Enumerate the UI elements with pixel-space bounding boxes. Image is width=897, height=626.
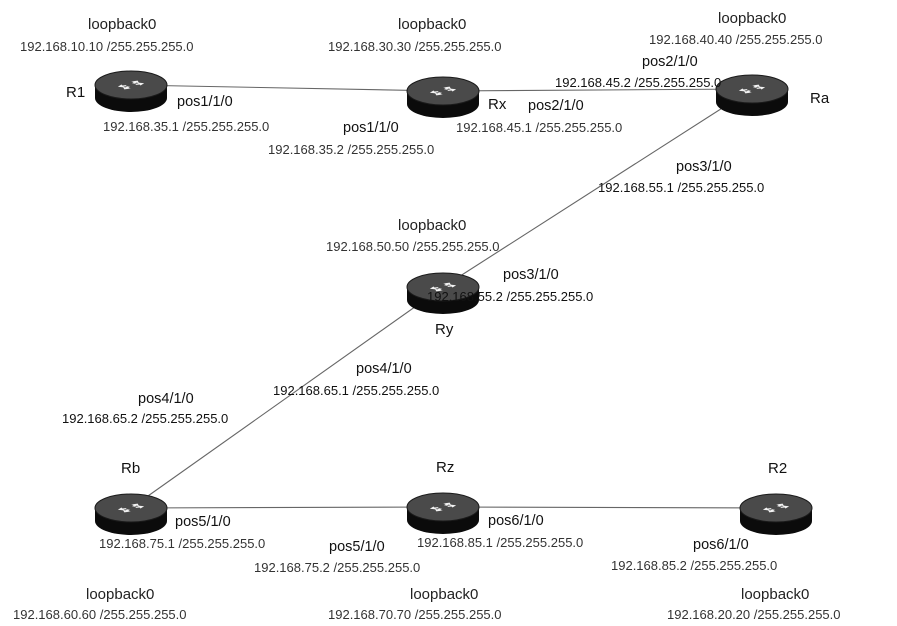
ra-pos3-interface-name: pos3/1/0	[676, 159, 732, 175]
router-arrow-rb-2	[122, 509, 131, 513]
router-arrow-rb-0	[135, 505, 145, 509]
link-ry-rb	[130, 286, 444, 509]
rb-pos5-interface-address: 192.168.75.1 /255.255.255.0	[99, 536, 266, 551]
router-arrow-rx-0	[447, 88, 457, 92]
router-top-ry	[406, 272, 480, 302]
router-arrow-ry-3	[443, 282, 452, 286]
router-arrow-r1-2	[122, 86, 131, 90]
router-icon-ry	[406, 272, 480, 314]
router-arrow-ra-2	[743, 90, 752, 94]
link-rb-rz	[130, 506, 444, 509]
rx-pos1-interface-address: 192.168.35.2 /255.255.255.0	[268, 142, 435, 157]
ra-pos2-interface-address: 192.168.45.2 /255.255.255.0	[555, 75, 722, 90]
ry-pos4-interface-address: 192.168.65.1 /255.255.255.0	[273, 383, 440, 398]
router-arrow-rz-0	[447, 504, 457, 508]
ra-pos3-interface-address: 192.168.55.1 /255.255.255.0	[598, 180, 765, 195]
router-icon-rx	[406, 76, 480, 118]
router-arrow-r1-3	[131, 80, 140, 84]
rx-pos1-interface-name: pos1/1/0	[343, 120, 399, 136]
router-arrow-rx-3	[443, 86, 452, 90]
rx-pos2-interface-name: pos2/1/0	[528, 98, 584, 114]
router-arrow-ra-1	[738, 88, 748, 92]
router-top-ra	[715, 74, 789, 104]
router-arrow-r1-0	[135, 82, 145, 86]
router-arrow-ry-0	[447, 284, 457, 288]
link-ra-ry	[442, 88, 753, 288]
router-arrow-rx-1	[429, 90, 439, 94]
rz-loopback-address: 192.168.70.70 /255.255.255.0	[328, 607, 502, 622]
r1-pos1-interface-name: pos1/1/0	[177, 94, 233, 110]
r2-loopback-name: loopback0	[741, 586, 810, 603]
ra-loopback-name: loopback0	[718, 10, 787, 27]
router-top-rz	[406, 492, 480, 522]
router-arrow-ra-0	[756, 86, 766, 90]
r1-loopback-name: loopback0	[88, 16, 157, 33]
rb-pos5-interface-name: pos5/1/0	[175, 514, 231, 530]
router-arrow-r2-2	[767, 509, 776, 513]
link-rz-r2	[442, 506, 777, 509]
r2-pos6-interface-name: pos6/1/0	[693, 537, 749, 553]
router-top-rb	[94, 493, 168, 523]
router-top-rx	[406, 76, 480, 106]
ry-pos4-interface-name: pos4/1/0	[356, 361, 412, 377]
rb-loopback-name: loopback0	[86, 586, 155, 603]
router-rz-label: Rz	[436, 459, 455, 476]
router-rb-label: Rb	[121, 460, 141, 477]
router-r1-label: R1	[66, 84, 86, 101]
router-top-r1	[94, 70, 168, 100]
router-arrow-r1-1	[117, 84, 127, 88]
router-arrow-rb-1	[117, 507, 127, 511]
router-icon-r1	[94, 70, 168, 112]
ra-loopback-address: 192.168.40.40 /255.255.255.0	[649, 32, 823, 47]
router-arrow-r2-0	[780, 505, 790, 509]
r2-loopback-address: 192.168.20.20 /255.255.255.0	[667, 607, 841, 622]
router-arrow-ry-2	[434, 288, 443, 292]
ra-pos2-interface-name: pos2/1/0	[642, 54, 698, 70]
ry-pos3-interface-address: 192.168.55.2 /255.255.255.0	[427, 289, 594, 304]
rz-pos5-interface-name: pos5/1/0	[329, 539, 385, 555]
rb-loopback-address: 192.168.60.60 /255.255.255.0	[13, 607, 187, 622]
ry-pos3-interface-name: pos3/1/0	[503, 267, 559, 283]
router-arrow-rx-2	[434, 92, 443, 96]
rz-pos6-interface-address: 192.168.85.1 /255.255.255.0	[417, 535, 584, 550]
router-icon-rz	[406, 492, 480, 534]
link-rx-ra	[442, 88, 753, 92]
router-arrow-rz-3	[443, 502, 452, 506]
router-arrow-rz-2	[434, 508, 443, 512]
router-arrow-r2-1	[762, 507, 772, 511]
router-ry-label: Ry	[435, 321, 454, 338]
router-arrow-ra-3	[752, 84, 761, 88]
router-arrow-ry-1	[429, 286, 439, 290]
rb-pos4-interface-name: pos4/1/0	[138, 391, 194, 407]
ry-loopback-address: 192.168.50.50 /255.255.255.0	[326, 239, 500, 254]
router-rx-label: Rx	[488, 96, 507, 113]
rx-loopback-name: loopback0	[398, 16, 467, 33]
router-icon-rb	[94, 493, 168, 535]
router-r2-label: R2	[768, 460, 788, 477]
router-arrow-rz-1	[429, 506, 439, 510]
router-icon-ra	[715, 74, 789, 116]
r2-pos6-interface-address: 192.168.85.2 /255.255.255.0	[611, 558, 778, 573]
rz-pos6-interface-name: pos6/1/0	[488, 513, 544, 529]
router-top-r2	[739, 493, 813, 523]
rx-loopback-address: 192.168.30.30 /255.255.255.0	[328, 39, 502, 54]
link-r1-rx	[130, 84, 444, 92]
router-arrow-r2-3	[776, 503, 785, 507]
ry-loopback-name: loopback0	[398, 217, 467, 234]
rx-pos2-interface-address: 192.168.45.1 /255.255.255.0	[456, 120, 623, 135]
rz-loopback-name: loopback0	[410, 586, 479, 603]
router-icon-r2	[739, 493, 813, 535]
rz-pos5-interface-address: 192.168.75.2 /255.255.255.0	[254, 560, 421, 575]
router-ra-label: Ra	[810, 90, 830, 107]
router-arrow-rb-3	[131, 503, 140, 507]
r1-pos1-interface-address: 192.168.35.1 /255.255.255.0	[103, 119, 270, 134]
r1-loopback-address: 192.168.10.10 /255.255.255.0	[20, 39, 194, 54]
rb-pos4-interface-address: 192.168.65.2 /255.255.255.0	[62, 411, 229, 426]
